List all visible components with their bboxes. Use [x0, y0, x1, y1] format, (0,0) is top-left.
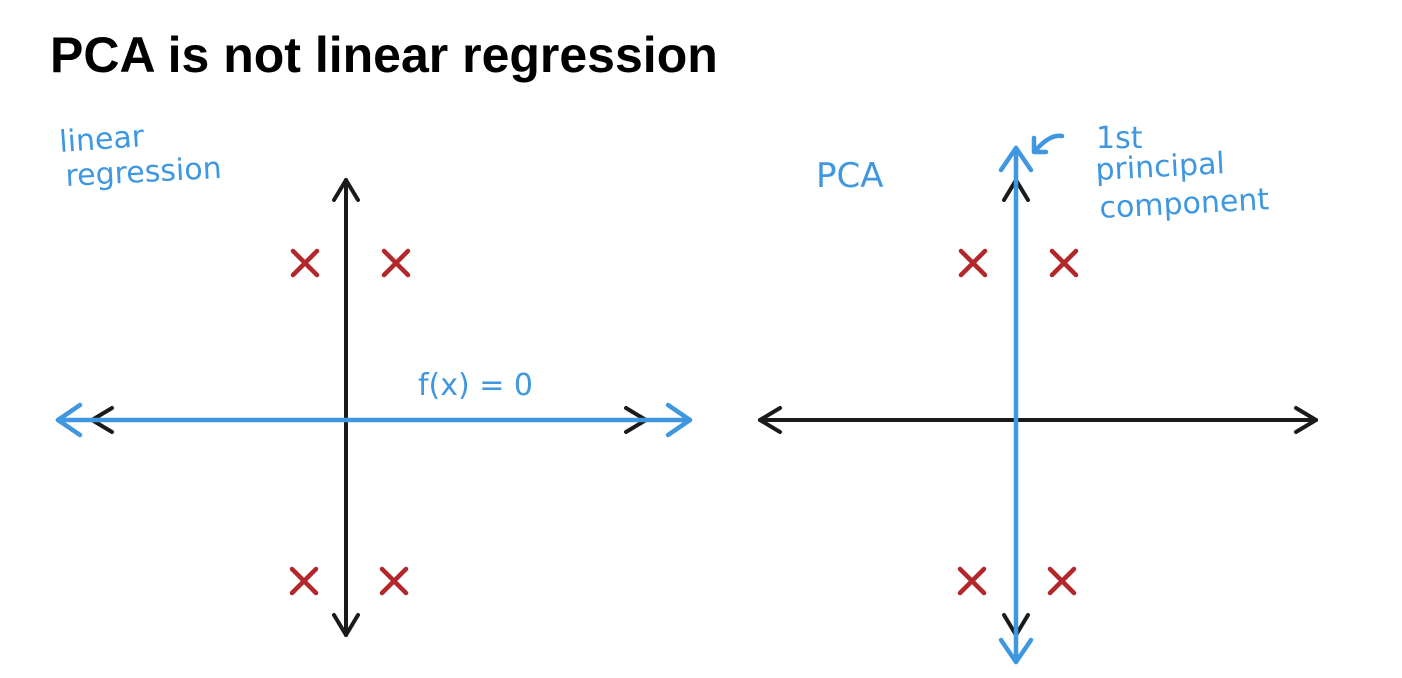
- y-axis: [332, 178, 360, 637]
- linear-regression-label-line1: linear: [58, 119, 146, 160]
- pca-label: PCA: [816, 156, 884, 196]
- linear-regression-label-line2: regression: [65, 151, 223, 194]
- annotation-line2: principal: [1095, 146, 1226, 188]
- data-point: [958, 248, 988, 278]
- x-axis: [758, 406, 1318, 434]
- regression-line-label: f(x) = 0: [418, 368, 533, 403]
- linear-regression-panel: linear regression f(x) = 0: [55, 119, 693, 637]
- annotation-ordinal: 1st: [1096, 121, 1143, 156]
- annotation-line3: component: [1099, 182, 1271, 226]
- regression-line: [55, 402, 693, 438]
- data-point: [289, 566, 319, 596]
- data-point: [957, 566, 987, 596]
- data-point: [379, 566, 409, 596]
- data-point: [1049, 248, 1079, 278]
- data-point: [1047, 566, 1077, 596]
- pca-panel: PCA 1st principal component: [758, 121, 1318, 665]
- slide-title: PCA is not linear regression: [50, 27, 718, 83]
- annotation-arrow: [1031, 133, 1065, 155]
- principal-component-line: [998, 145, 1034, 665]
- data-point: [381, 248, 411, 278]
- data-point: [290, 248, 320, 278]
- annotation-line1: 1st: [1096, 121, 1143, 156]
